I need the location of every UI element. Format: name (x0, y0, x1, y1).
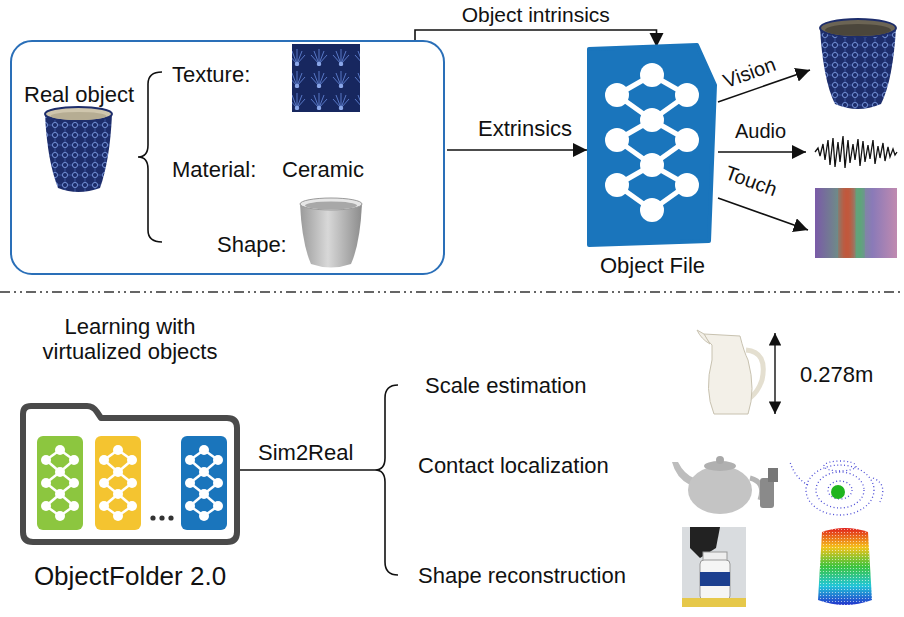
audio-arrow (718, 151, 806, 153)
teapot-picture (768, 468, 778, 482)
height-arrow (774, 333, 775, 414)
folder-icon (159, 515, 164, 520)
edge-label: Object intrinsics (459, 3, 613, 27)
teapot-picture (688, 466, 752, 514)
real-cup-picture (45, 107, 112, 192)
file-shape (605, 63, 699, 222)
folder-icon (95, 436, 141, 530)
reconstructed-shape (818, 528, 872, 605)
folder-icon (37, 436, 83, 530)
folder-icon (181, 436, 227, 530)
shape-mesh-picture (300, 204, 362, 268)
audio-waveform (815, 136, 897, 168)
node-text: Ceramic (282, 157, 364, 182)
sim2real-line (240, 469, 375, 471)
teapot-picture (716, 456, 724, 464)
label-text: Extrinsics (478, 116, 572, 141)
folder-icon (23, 406, 237, 542)
pitcher-picture (704, 334, 752, 414)
teapot-picture (672, 456, 778, 514)
extrinsics-arrow (447, 149, 587, 151)
label-text: Sim2Real (258, 440, 353, 465)
touch-arrow (718, 198, 808, 230)
real-cup-picture (51, 112, 107, 120)
file-shape (585, 45, 720, 245)
real-cup-picture (45, 107, 112, 121)
real-cup-picture (45, 114, 112, 192)
label-text: Audio (735, 120, 786, 143)
point-cloud-teapot (790, 461, 883, 515)
file-shape (589, 45, 715, 245)
point-cloud-teapot (790, 462, 808, 485)
curly-brace (138, 72, 162, 242)
curly-brace (375, 385, 398, 575)
teapot-picture (760, 478, 774, 508)
point-cloud-teapot (828, 481, 852, 499)
label-text: Touch (722, 161, 780, 201)
point-cloud-teapot (806, 465, 874, 515)
node-text: Shape: (217, 232, 287, 257)
shape-mesh-picture (300, 198, 362, 268)
robot-photo (682, 598, 746, 607)
tactile-image (840, 188, 854, 258)
tactile-image (856, 188, 864, 258)
point-cloud-teapot (824, 461, 856, 471)
label-text: Scale estimation (425, 373, 586, 398)
point-cloud-teapot (873, 478, 883, 502)
robot-photo (700, 572, 730, 586)
connector (415, 30, 657, 47)
folder-icon (15, 400, 247, 550)
node-text: Texture: (172, 62, 250, 87)
folder-icon (185, 445, 223, 521)
folder-icon (99, 445, 137, 521)
label-text: Contact localization (418, 453, 609, 478)
node-text: Object File (585, 253, 720, 278)
dataset-folder: Learning with virtualized objectsObjectF… (5, 312, 263, 602)
node-text: ObjectFolder 2.0 (5, 562, 255, 592)
shape-mesh-picture (305, 202, 357, 210)
rendered-cup (820, 19, 896, 109)
reconstructed-shape (818, 528, 872, 605)
folder-icon (41, 445, 79, 521)
section-divider (0, 291, 904, 293)
pitcher-picture (697, 330, 710, 344)
texture-swatch (292, 44, 360, 112)
folder-icon (168, 515, 173, 520)
point-cloud-teapot (816, 472, 864, 508)
rendered-cup (820, 28, 896, 109)
node-text: Material: (172, 157, 256, 182)
pitcher-picture (697, 330, 763, 414)
contact-point (831, 485, 845, 499)
robot-photo (682, 527, 746, 607)
object-box: Real object Texture: Material: CeramicShape… (10, 40, 445, 275)
folder-icon (150, 515, 155, 520)
node-text: Real object (24, 82, 134, 107)
label-text: Shape reconstruction (418, 563, 626, 588)
rendered-cup (820, 19, 896, 37)
robot-photo (682, 527, 746, 607)
node-text: Learning with virtualized objects (15, 314, 245, 365)
robot-photo (700, 560, 730, 600)
object-file: Object File (585, 45, 728, 285)
label-text: Vision (720, 53, 779, 93)
reconstructed-shape (818, 528, 872, 605)
shape-mesh-picture (300, 198, 362, 210)
tactile-image (815, 188, 897, 258)
rendered-cup (825, 24, 891, 36)
label-text: 0.278m (800, 362, 873, 387)
